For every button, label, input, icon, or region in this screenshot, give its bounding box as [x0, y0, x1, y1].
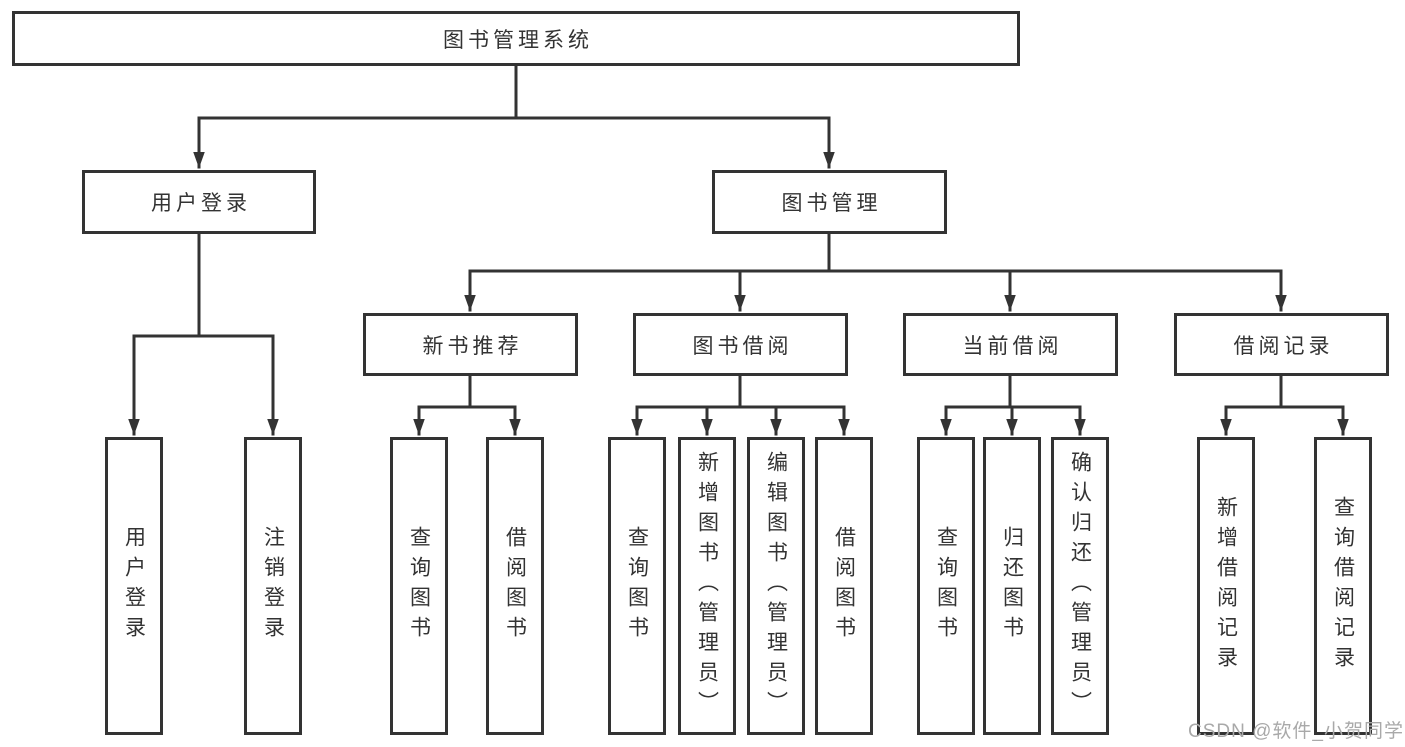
leaf-recommend-query-books: 查询图书	[390, 437, 448, 735]
node-new-book-recommend: 新书推荐	[363, 313, 578, 376]
leaf-borrowing-edit-books-admin: 编辑图书（管理员）	[747, 437, 805, 735]
leaf-logout: 注销登录	[244, 437, 302, 735]
leaf-records-query-record: 查询借阅记录	[1314, 437, 1372, 735]
leaf-borrowing-query-books: 查询图书	[608, 437, 666, 735]
leaf-recommend-borrow-books: 借阅图书	[486, 437, 544, 735]
leaf-current-return-books: 归还图书	[983, 437, 1041, 735]
node-book-borrowing: 图书借阅	[633, 313, 848, 376]
leaf-records-add-record: 新增借阅记录	[1197, 437, 1255, 735]
leaf-borrowing-borrow-books: 借阅图书	[815, 437, 873, 735]
leaf-borrowing-add-books-admin: 新增图书（管理员）	[678, 437, 736, 735]
watermark-text: CSDN @软件_小贺同学	[1188, 721, 1404, 742]
node-current-borrowing: 当前借阅	[903, 313, 1118, 376]
node-library-management-system: 图书管理系统	[12, 11, 1020, 66]
node-borrow-records: 借阅记录	[1174, 313, 1389, 376]
leaf-current-confirm-return-admin: 确认归还（管理员）	[1051, 437, 1109, 735]
leaf-current-query-books: 查询图书	[917, 437, 975, 735]
node-user-login: 用户登录	[82, 170, 316, 234]
node-book-management: 图书管理	[712, 170, 947, 234]
leaf-user-login: 用户登录	[105, 437, 163, 735]
